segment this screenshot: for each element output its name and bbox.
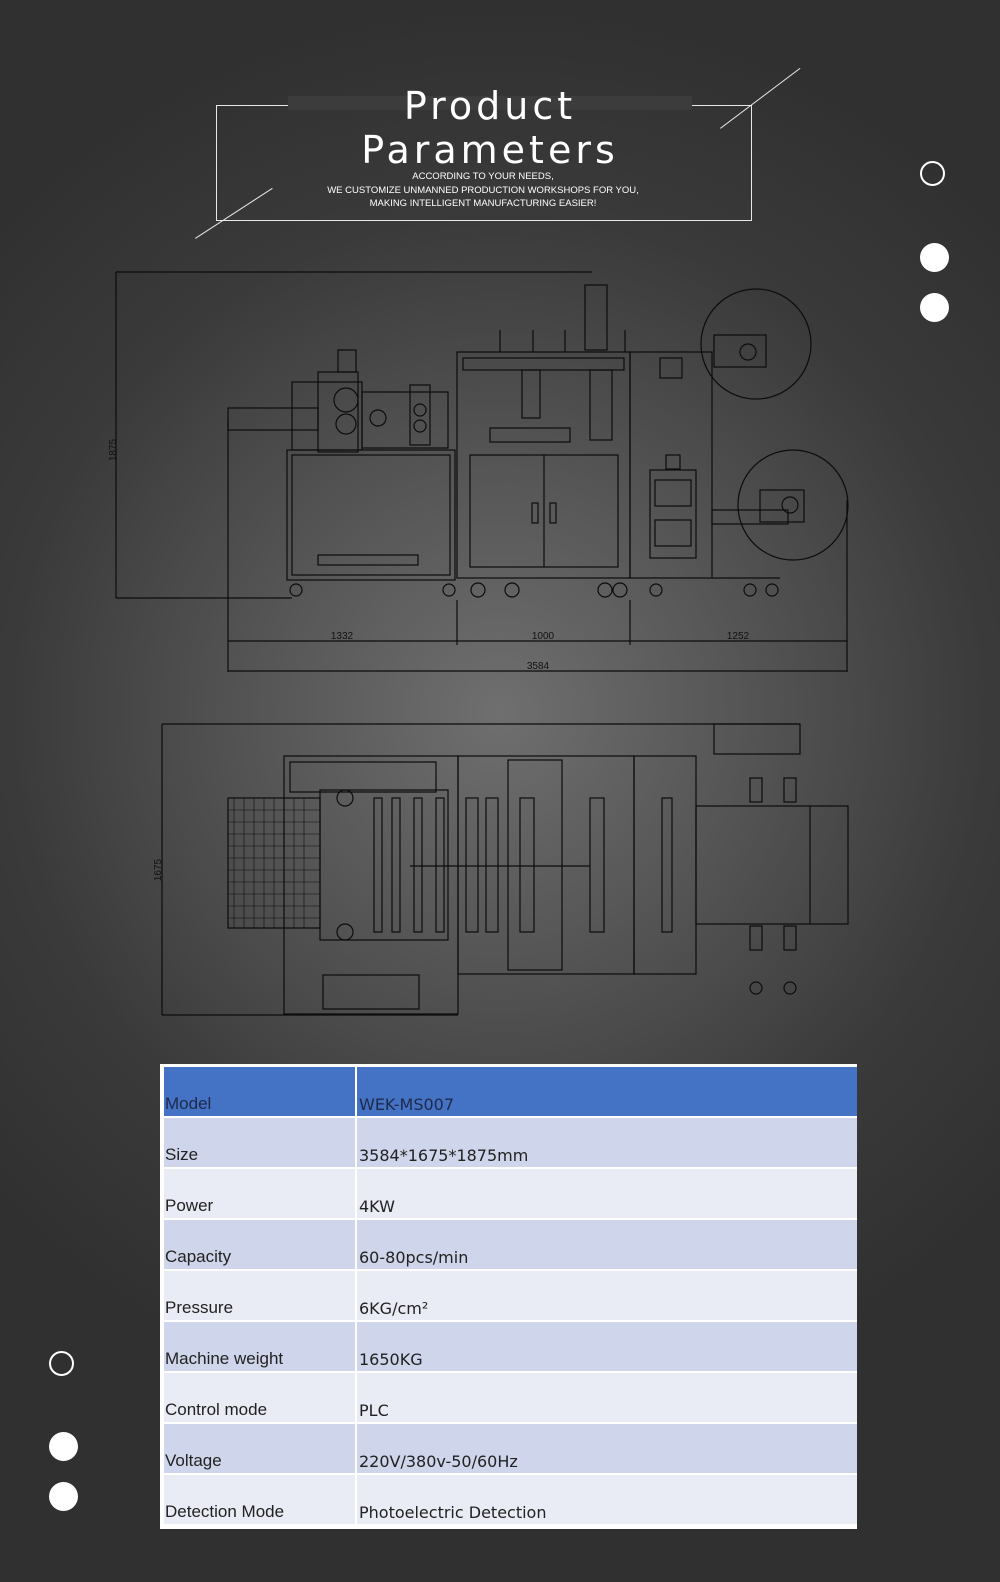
title-gap [288, 96, 692, 110]
front-view-dimensions: 1875 1332 1000 1252 3584 [108, 438, 750, 672]
dot-icon [49, 1482, 78, 1511]
subtitle-line-1: ACCORDING TO YOUR NEEDS, [412, 171, 554, 182]
param-label: Machine weight [164, 1322, 357, 1373]
param-value: WEK-MS007 [357, 1067, 857, 1118]
param-value: 4KW [357, 1169, 857, 1220]
subtitle-line-3: MAKING INTELLIGENT MANUFACTURING EASIER! [369, 198, 597, 209]
dim-segment-3: 1252 [727, 631, 750, 642]
dim-segment-1: 1332 [331, 631, 354, 642]
table-row: Capacity 60-80pcs/min [164, 1220, 857, 1271]
param-label: Model [164, 1067, 357, 1118]
table-row: Power 4KW [164, 1169, 857, 1220]
param-label: Power [164, 1169, 357, 1220]
parameters-table: Model WEK-MS007 Size 3584*1675*1875mm Po… [160, 1064, 857, 1529]
subtitle-line-2: WE CUSTOMIZE UNMANNED PRODUCTION WORKSHO… [327, 184, 639, 196]
param-label: Voltage [164, 1424, 357, 1475]
dot-icon [920, 243, 949, 272]
ring-dot-icon [920, 161, 945, 186]
top-view [161, 723, 849, 1016]
header-subtitle: ACCORDING TO YOUR NEEDS, WE CUSTOMIZE UN… [216, 170, 750, 211]
param-label: Pressure [164, 1271, 357, 1322]
table-row: Model WEK-MS007 [164, 1067, 857, 1118]
table-row: Voltage 220V/380v-50/60Hz [164, 1424, 857, 1475]
param-value: 3584*1675*1875mm [357, 1118, 857, 1169]
param-value: PLC [357, 1373, 857, 1424]
param-label: Capacity [164, 1220, 357, 1271]
param-value: 220V/380v-50/60Hz [357, 1424, 857, 1475]
dot-icon [920, 293, 949, 322]
table-row: Control mode PLC [164, 1373, 857, 1424]
param-label: Detection Mode [164, 1475, 357, 1526]
ring-dot-icon [49, 1351, 74, 1376]
param-label: Control mode [164, 1373, 357, 1424]
dim-total: 3584 [527, 661, 550, 672]
dim-height: 1875 [108, 438, 119, 461]
page-title: Product Parameters [361, 84, 619, 172]
param-value: 6KG/cm² [357, 1271, 857, 1322]
param-label: Size [164, 1118, 357, 1169]
front-view [115, 271, 849, 672]
dot-icon [49, 1432, 78, 1461]
dim-width: 1675 [153, 858, 164, 881]
table-row: Machine weight 1650KG [164, 1322, 857, 1373]
table-row: Size 3584*1675*1875mm [164, 1118, 857, 1169]
param-value: 1650KG [357, 1322, 857, 1373]
param-value: 60-80pcs/min [357, 1220, 857, 1271]
param-value: Photoelectric Detection [357, 1475, 857, 1526]
table-row: Pressure 6KG/cm² [164, 1271, 857, 1322]
dim-segment-2: 1000 [532, 631, 555, 642]
table-row: Detection Mode Photoelectric Detection [164, 1475, 857, 1526]
